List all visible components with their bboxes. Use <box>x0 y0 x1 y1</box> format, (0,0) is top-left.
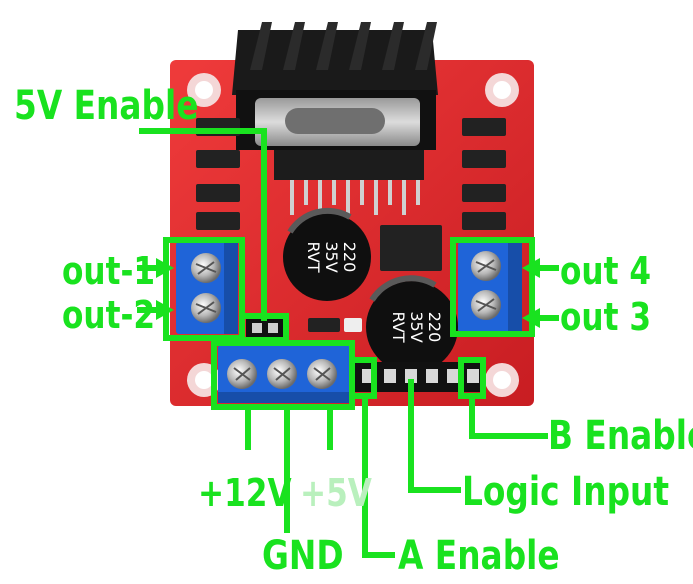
highlight-out12-terminal <box>163 237 245 341</box>
jumper-icon <box>246 318 284 338</box>
capacitor-1-line-1: 220 <box>340 242 359 273</box>
label-out-1: out-1 <box>62 249 156 293</box>
heatsink-icon <box>232 22 438 180</box>
screw-terminal-icon <box>176 242 238 334</box>
capacitor-1-line-3: RVT <box>304 242 323 273</box>
capacitor-1-marking: 220 35V RVT <box>304 241 359 272</box>
label-out-3: out 3 <box>560 295 652 339</box>
capacitor-icon <box>283 207 458 373</box>
smd-components <box>196 118 506 332</box>
label-5v-enable: 5V Enable <box>14 83 199 129</box>
label-out-4: out 4 <box>560 249 652 293</box>
screw-terminal-icon <box>458 242 522 332</box>
capacitor-2-marking: 220 35V RVT <box>389 311 444 342</box>
label-plus-5v: +5V <box>300 471 372 515</box>
label-plus-12v: +12V <box>198 471 292 515</box>
highlight-out34-terminal <box>450 237 535 337</box>
mounting-hole-icon <box>187 73 519 397</box>
annotation-overlay <box>137 128 559 558</box>
screw-terminal-icon <box>218 345 350 403</box>
label-gnd: GND <box>262 533 344 579</box>
capacitor-1-line-2: 35V <box>322 241 341 272</box>
label-logic-input: Logic Input <box>462 469 670 515</box>
arrowheads <box>156 258 540 328</box>
capacitor-2-line-1: 220 <box>425 312 444 343</box>
label-a-enable: A Enable <box>398 533 560 579</box>
capacitor-2-line-2: 35V <box>407 311 426 342</box>
capacitor-2-line-3: RVT <box>389 312 408 343</box>
label-b-enable: B Enable <box>548 413 693 459</box>
label-out-2: out-2 <box>62 293 156 337</box>
